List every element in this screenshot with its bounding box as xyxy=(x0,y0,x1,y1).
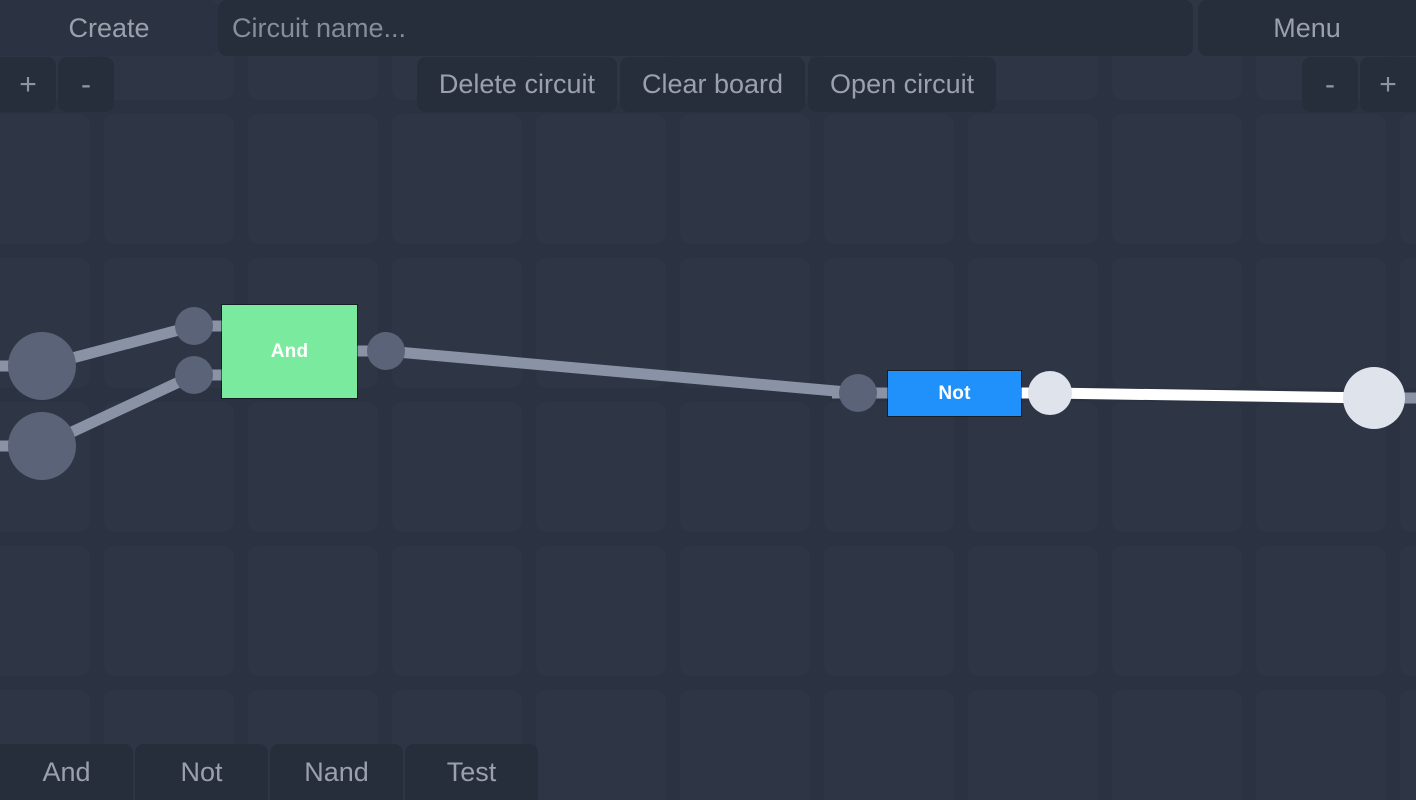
circuit-name-input[interactable] xyxy=(218,0,1193,56)
secondary-toolbar-spacer-right xyxy=(999,57,1302,112)
palette-gate-test[interactable]: Test xyxy=(405,744,538,800)
output-node[interactable] xyxy=(1343,367,1405,429)
gate-input-pin[interactable] xyxy=(175,356,213,394)
gate-not[interactable]: Not xyxy=(888,371,1021,416)
clear-board-button[interactable]: Clear board xyxy=(619,57,806,112)
wire[interactable] xyxy=(1049,387,1375,404)
zoom-in-left-button[interactable]: + xyxy=(0,57,56,112)
gate-output-pin[interactable] xyxy=(1028,371,1072,415)
open-circuit-button[interactable]: Open circuit xyxy=(808,57,997,112)
top-toolbar: Create Menu xyxy=(0,0,1416,56)
gate-input-pin[interactable] xyxy=(175,307,213,345)
input-node[interactable] xyxy=(8,412,76,480)
gate-and[interactable]: And xyxy=(222,305,357,398)
zoom-in-right-button[interactable]: + xyxy=(1360,57,1416,112)
delete-circuit-button[interactable]: Delete circuit xyxy=(416,57,617,112)
zoom-out-left-button[interactable]: - xyxy=(58,57,114,112)
secondary-toolbar-spacer-left xyxy=(114,57,417,112)
menu-button[interactable]: Menu xyxy=(1198,0,1416,56)
create-button[interactable]: Create xyxy=(0,0,218,56)
zoom-out-right-button[interactable]: - xyxy=(1302,57,1359,112)
wire[interactable] xyxy=(385,345,859,399)
gate-output-pin[interactable] xyxy=(367,332,405,370)
palette-gate-not[interactable]: Not xyxy=(135,744,268,800)
palette-gate-and[interactable]: And xyxy=(0,744,133,800)
palette-gate-nand[interactable]: Nand xyxy=(270,744,403,800)
gate-input-pin[interactable] xyxy=(839,374,877,412)
input-node[interactable] xyxy=(8,332,76,400)
